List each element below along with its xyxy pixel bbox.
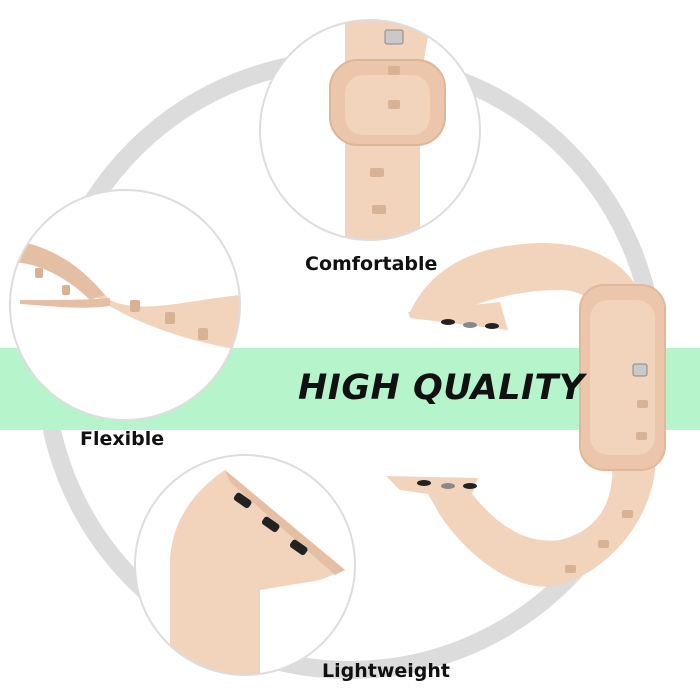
- detail-circle-comfortable: [259, 19, 481, 241]
- detail-circle-flexible: [9, 189, 241, 421]
- headline-text: HIGH QUALITY: [298, 368, 585, 408]
- feature-label-lightweight: Lightweight: [322, 660, 450, 682]
- feature-label-flexible: Flexible: [80, 428, 165, 450]
- watch-band-main: [386, 242, 666, 587]
- feature-label-comfortable: Comfortable: [305, 253, 438, 275]
- detail-circle-lightweight: [134, 454, 356, 676]
